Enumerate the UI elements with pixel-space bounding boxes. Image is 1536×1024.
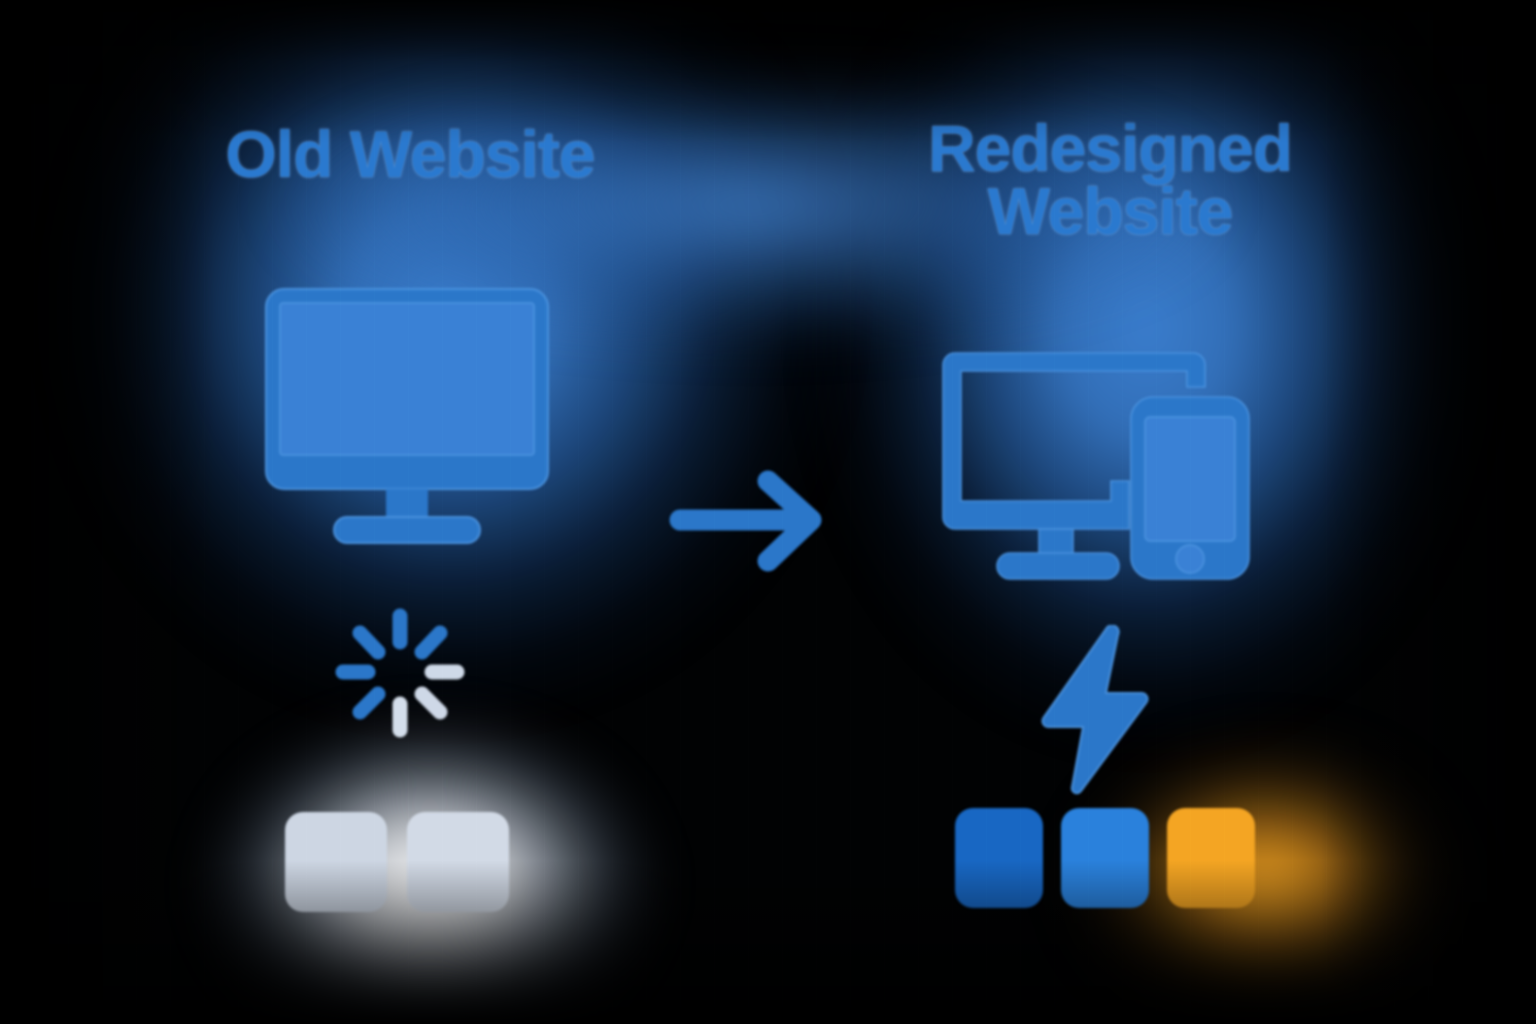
swatch-blue-dark (955, 808, 1043, 908)
swatch-orange-value: #f5a623 (0, 0, 1, 1)
redesigned-website-title: Redesigned Website (840, 111, 1380, 248)
swatch-orange (1167, 808, 1255, 908)
redesigned-website-title-line-1: Redesigned (927, 111, 1293, 185)
swatch-blue-light-value: #2a82dd (0, 0, 1, 1)
swatch-faded-1 (285, 812, 387, 912)
lightning-bolt-icon (1030, 624, 1160, 800)
arrow-right-icon (668, 465, 833, 575)
redesigned-website-title-line-2: Website (987, 173, 1234, 248)
swatch-faded-2 (407, 812, 509, 912)
swatch-faded-2-value: #d3dbe7 (0, 0, 1, 1)
swatch-blue-light (1061, 808, 1149, 908)
old-color-swatch-row (285, 812, 509, 912)
swatch-faded-1-value: #ced7e4 (0, 0, 1, 1)
old-website-title: Old Website (225, 117, 595, 191)
loading-spinner-icon (305, 600, 495, 765)
new-color-swatch-row (955, 808, 1255, 908)
responsive-devices-icon (935, 345, 1265, 590)
swatch-blue-dark-value: #1868c4 (0, 0, 1, 1)
desktop-monitor-icon (262, 285, 552, 545)
